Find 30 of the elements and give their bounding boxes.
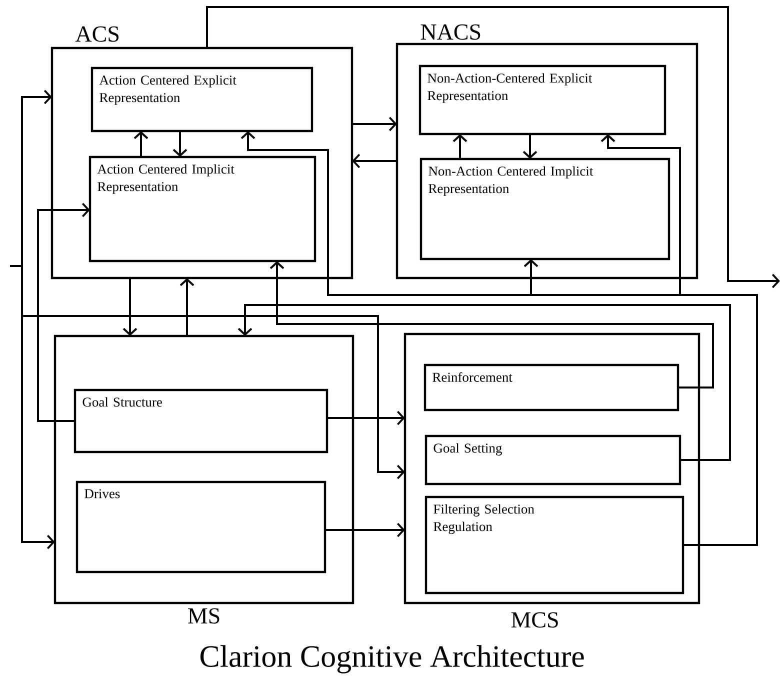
process-box: Non-Action Centered Implicit Representation [420, 158, 670, 260]
arrow [522, 134, 538, 159]
diagram-title: Clarion Cognitive Architecture [200, 645, 584, 674]
arrow [180, 278, 194, 336]
process-box: Drives [76, 480, 326, 574]
node-label: MCS [511, 612, 558, 628]
process-box: Non-Action-Centered Explicit Representation [418, 64, 666, 136]
arrow [325, 522, 405, 538]
arrow [352, 116, 398, 132]
node-label: MS [188, 608, 220, 624]
process-box: Reinforcement [424, 364, 680, 412]
arrow [134, 131, 148, 157]
node-label: ACS [75, 26, 119, 42]
arrow [37, 202, 90, 422]
arrow [327, 410, 405, 426]
arrow [270, 261, 714, 388]
arrow [10, 265, 405, 480]
arrow [524, 259, 758, 546]
node-label: NACS [420, 24, 480, 40]
arrow [452, 134, 468, 159]
process-box: Goal Structure [74, 388, 328, 454]
process-box: Filtering Selection Regulation [424, 496, 684, 594]
process-box: Action Centered Explicit Representation [90, 66, 314, 132]
arrow [206, 6, 780, 288]
arrow [238, 304, 731, 461]
arrow [172, 131, 188, 157]
process-box: Action Centered Implicit Representation [88, 156, 316, 262]
arrow [352, 154, 397, 168]
process-box: Goal Setting [424, 434, 682, 486]
arrow [122, 278, 138, 336]
